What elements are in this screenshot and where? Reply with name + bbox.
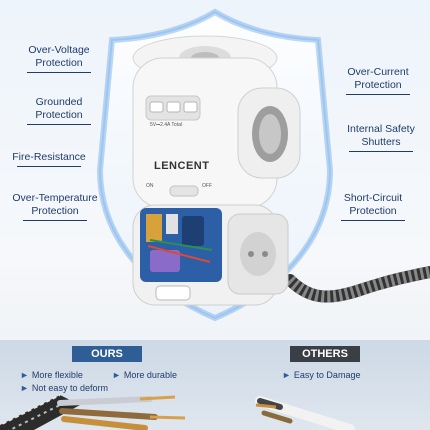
feature-over-voltage: Over-Voltage Protection [4, 44, 114, 73]
cable-comparison: OURS OTHERS ►More flexible ►More durable… [0, 340, 430, 430]
underline-divider [341, 220, 405, 221]
feature-grounded: Grounded Protection [4, 96, 114, 125]
feature-over-current: Over-Current Protection [323, 66, 430, 95]
power-cube-illustration [132, 35, 430, 306]
ours-point-flexible: ►More flexible [20, 370, 83, 380]
feature-short-circuit: Short-Circuit Protection [318, 192, 428, 221]
product-scene: LENCENT 5V⎓2.4A Total ON OFF Over-Voltag… [0, 8, 430, 322]
arrow-right-icon: ► [20, 383, 29, 393]
feature-line: Shutters [361, 136, 401, 148]
feature-line: Over-Current [347, 66, 409, 78]
usb-spec-text: 5V⎓2.4A Total [150, 122, 182, 128]
brand-logo: LENCENT [154, 160, 210, 172]
underline-divider [17, 166, 81, 167]
switch-on-label: ON [146, 183, 154, 189]
underline-divider [349, 151, 413, 152]
others-tag: OTHERS [290, 346, 360, 362]
arrow-right-icon: ► [282, 370, 291, 380]
plain-cable-illustration [220, 383, 430, 430]
feature-line: Protection [35, 109, 83, 121]
feature-line: Over-Voltage [28, 44, 90, 56]
feature-over-temperature: Over-Temperature Protection [0, 192, 110, 221]
feature-line: Fire-Resistance [12, 151, 86, 163]
feature-line: Internal Safety [347, 123, 415, 135]
feature-line: Protection [31, 205, 79, 217]
switch-off-label: OFF [202, 183, 212, 189]
braided-cable-graphic [0, 394, 186, 430]
feature-line: Protection [349, 205, 397, 217]
feature-line: Protection [35, 57, 83, 69]
ours-tag: OURS [72, 346, 142, 362]
ours-point-deform: ►Not easy to deform [20, 383, 108, 393]
feature-line: Grounded [35, 96, 83, 108]
point-text: More flexible [31, 370, 83, 380]
others-point-damage: ►Easy to Damage [282, 370, 360, 380]
underline-divider [23, 220, 87, 221]
underline-divider [27, 124, 91, 125]
feature-line: Protection [354, 79, 402, 91]
feature-line: Short-Circuit [343, 192, 403, 204]
point-text: Easy to Damage [293, 370, 361, 380]
arrow-right-icon: ► [112, 370, 121, 380]
underline-divider [346, 94, 410, 95]
point-text: Not easy to deform [31, 383, 108, 393]
feature-internal-shutters: Internal Safety Shutters [326, 123, 430, 152]
plain-cable-graphic [255, 396, 355, 430]
arrow-right-icon: ► [20, 370, 29, 380]
braided-cable-illustration [0, 383, 210, 430]
feature-line: Over-Temperature [12, 192, 98, 204]
underline-divider [27, 72, 91, 73]
point-text: More durable [123, 370, 177, 380]
feature-fire-resistance: Fire-Resistance [0, 151, 104, 167]
ours-point-durable: ►More durable [112, 370, 177, 380]
